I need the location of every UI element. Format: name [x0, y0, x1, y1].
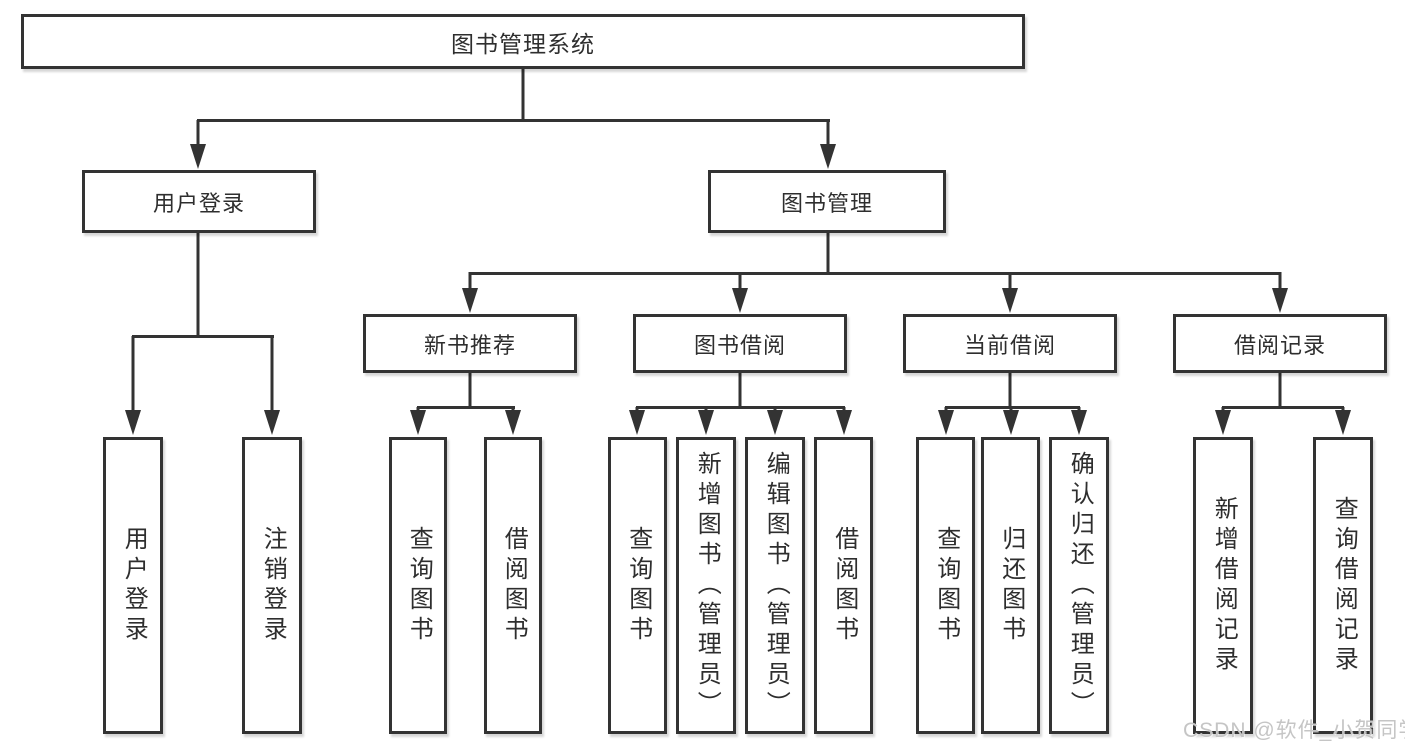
leaf-bb-edit-books-admin: 编辑图书（管理员） [745, 437, 805, 734]
leaf-cb-query-books-label: 查询图书 [932, 525, 960, 646]
leaf-br-query-record-label: 查询借阅记录 [1330, 495, 1358, 676]
node-current-borrowing-label: 当前借阅 [963, 332, 1056, 358]
node-new-book-recommendation: 新书推荐 [363, 314, 577, 373]
node-user-login-label: 用户登录 [152, 190, 245, 216]
node-book-management-label: 图书管理 [780, 190, 873, 216]
leaf-br-add-record-label: 新增借阅记录 [1210, 495, 1238, 676]
leaf-bb-query-books: 查询图书 [608, 437, 667, 734]
leaf-bb-borrow-books: 借阅图书 [814, 437, 873, 734]
leaf-br-add-record: 新增借阅记录 [1193, 437, 1253, 734]
node-new-book-recommendation-label: 新书推荐 [423, 332, 516, 358]
leaf-logout-label: 注销登录 [259, 525, 287, 646]
node-borrowing-records: 借阅记录 [1173, 314, 1387, 373]
leaf-bb-edit-books-admin-label: 编辑图书（管理员） [762, 450, 790, 721]
leaf-cb-return-books: 归还图书 [981, 437, 1040, 734]
leaf-nbr-query-books: 查询图书 [389, 437, 447, 734]
csdn-watermark: CSDN @软件_小贺同学 [1183, 719, 1405, 742]
leaf-user-login-label: 用户登录 [120, 525, 148, 646]
leaf-cb-query-books: 查询图书 [916, 437, 975, 734]
leaf-nbr-borrow-books: 借阅图书 [484, 437, 542, 734]
node-borrowing-records-label: 借阅记录 [1233, 332, 1326, 358]
leaf-bb-query-books-label: 查询图书 [624, 525, 652, 646]
node-book-management: 图书管理 [708, 170, 946, 233]
leaf-user-login: 用户登录 [103, 437, 163, 734]
node-book-borrowing: 图书借阅 [633, 314, 847, 373]
leaf-br-query-record: 查询借阅记录 [1313, 437, 1373, 734]
leaf-bb-borrow-books-label: 借阅图书 [830, 525, 858, 646]
leaf-cb-confirm-return-admin: 确认归还（管理员） [1049, 437, 1109, 734]
leaf-cb-confirm-return-admin-label: 确认归还（管理员） [1066, 450, 1094, 721]
node-root-label: 图书管理系统 [451, 30, 595, 57]
node-current-borrowing: 当前借阅 [903, 314, 1117, 373]
leaf-bb-add-books-admin-label: 新增图书（管理员） [693, 450, 721, 721]
node-user-login: 用户登录 [82, 170, 316, 233]
leaf-bb-add-books-admin: 新增图书（管理员） [676, 437, 736, 734]
leaf-nbr-borrow-books-label: 借阅图书 [500, 525, 528, 646]
leaf-logout: 注销登录 [242, 437, 302, 734]
leaf-cb-return-books-label: 归还图书 [997, 525, 1025, 646]
node-root-library-system: 图书管理系统 [21, 14, 1025, 69]
node-book-borrowing-label: 图书借阅 [693, 332, 786, 358]
leaf-nbr-query-books-label: 查询图书 [405, 525, 433, 646]
